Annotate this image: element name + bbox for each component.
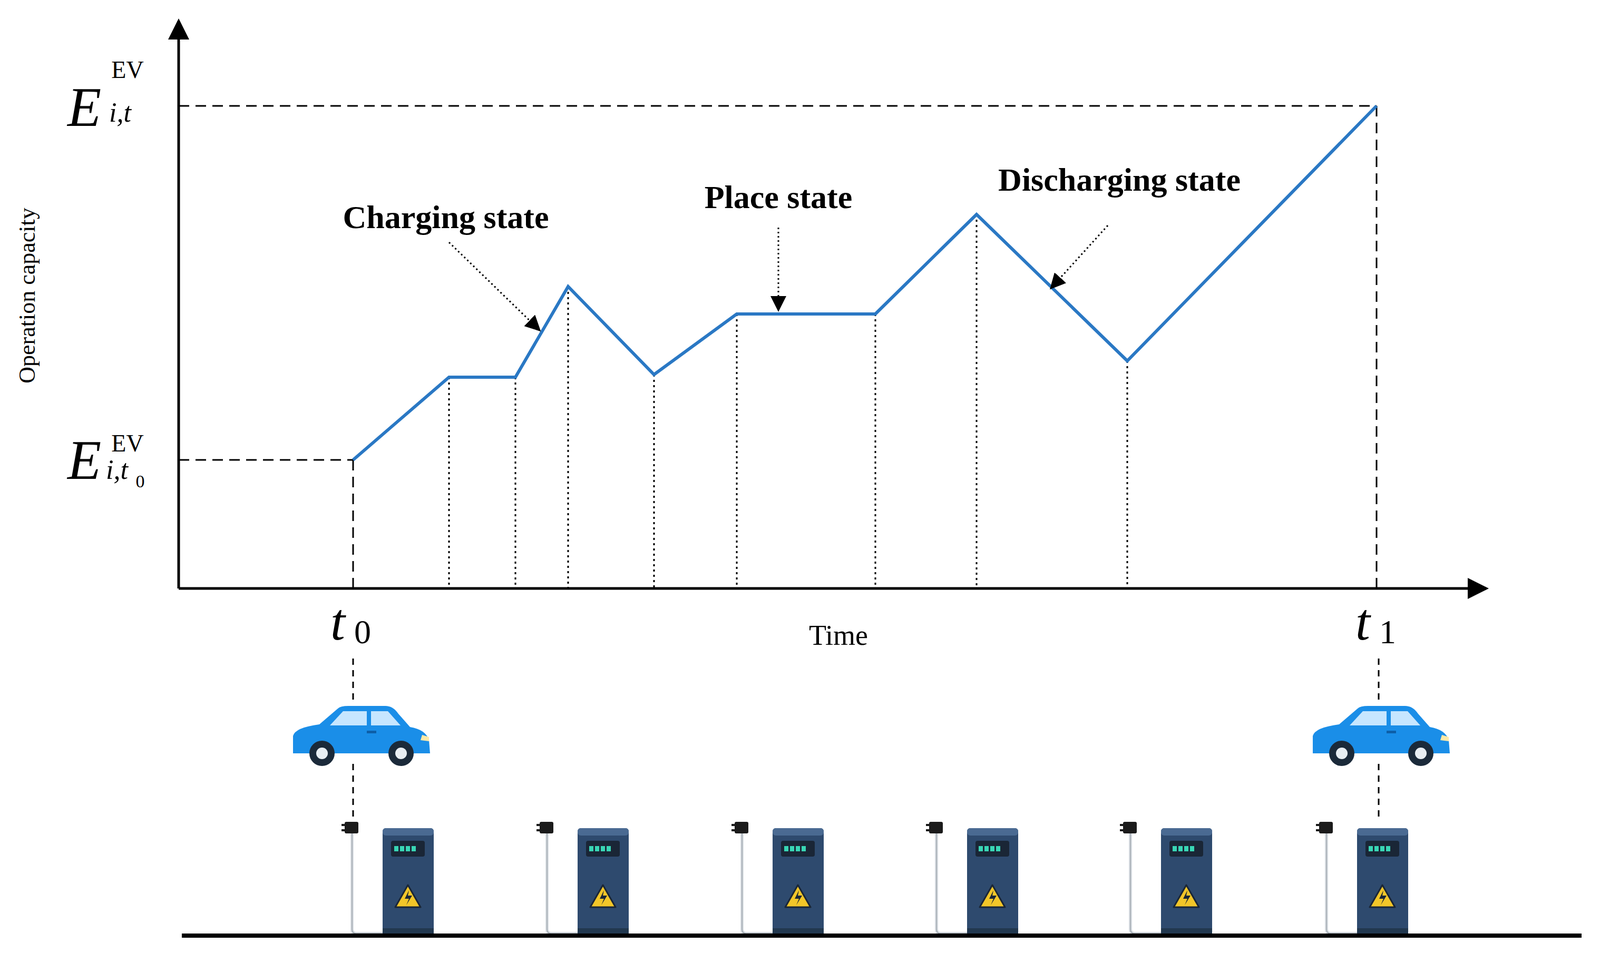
subscript: i,t <box>105 456 129 484</box>
time-symbol: t <box>330 596 346 649</box>
superscript: EV <box>111 57 144 83</box>
subscript: 0 <box>135 472 145 491</box>
axis-title: Operation capacity <box>15 207 39 384</box>
state-label: Place state <box>704 180 853 214</box>
subscript: 1 <box>1379 615 1397 650</box>
subscript: 0 <box>354 615 372 650</box>
superscript: EV <box>111 431 144 456</box>
state-label: Discharging state <box>998 163 1241 197</box>
axis-symbol: E <box>67 79 102 135</box>
time-symbol: t <box>1355 596 1371 649</box>
state-label: Charging state <box>343 200 550 234</box>
axis-symbol: E <box>67 432 102 489</box>
axis-title: Time <box>808 621 868 650</box>
subscript: i,t <box>109 99 132 127</box>
